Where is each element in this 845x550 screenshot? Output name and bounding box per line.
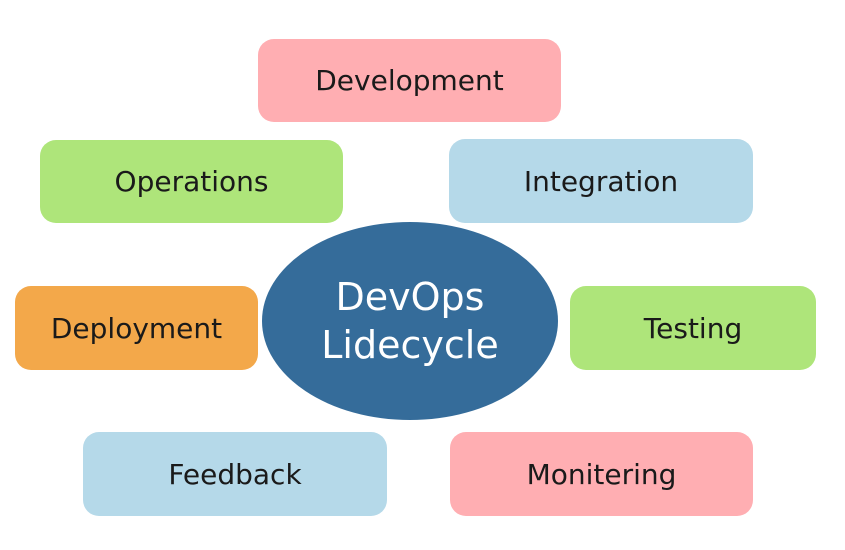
stage-label-deployment: Deployment	[50, 311, 223, 345]
stage-label-testing: Testing	[643, 311, 743, 345]
stage-box-testing: Testing	[570, 286, 816, 370]
stage-box-operations: Operations	[40, 140, 343, 223]
center-title-line1: DevOps	[335, 275, 485, 319]
stage-box-monitering: Monitering	[450, 432, 753, 516]
stage-box-deployment: Deployment	[15, 286, 258, 370]
stage-box-feedback: Feedback	[83, 432, 387, 516]
stage-label-operations: Operations	[114, 165, 269, 198]
stage-box-integration: Integration	[449, 139, 753, 223]
stage-label-monitering: Monitering	[526, 457, 677, 491]
stage-box-development: Development	[258, 39, 561, 122]
center-ellipse: DevOps Lidecycle	[262, 222, 558, 420]
stage-label-feedback: Feedback	[168, 457, 302, 491]
center-title-line2: Lidecycle	[321, 323, 499, 367]
stage-label-development: Development	[315, 64, 504, 97]
stage-label-integration: Integration	[523, 164, 679, 198]
